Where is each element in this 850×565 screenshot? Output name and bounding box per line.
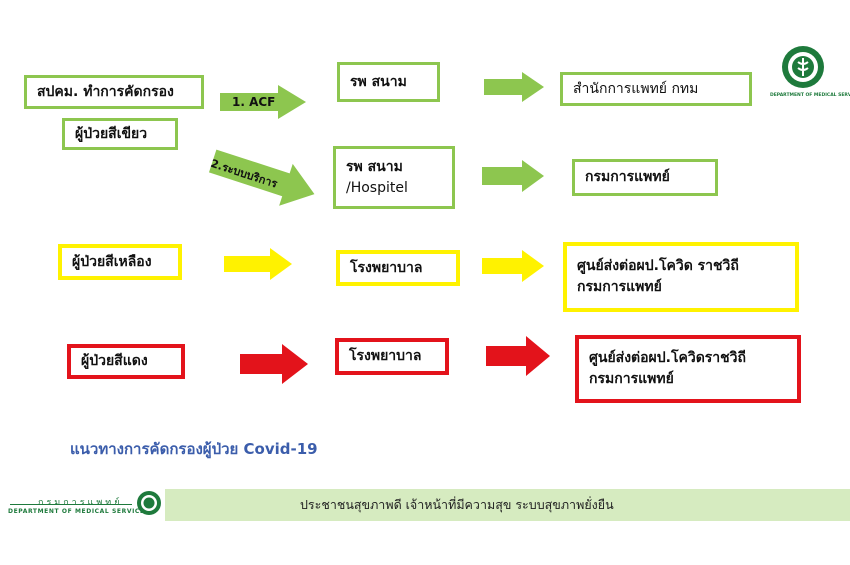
yellow-referral-center-line1: ศูนย์ส่งต่อผป.โควิด ราชวิถี — [577, 258, 739, 274]
department-logo-icon — [782, 46, 824, 88]
red-patient-label: ผู้ป่วยสีแดง — [81, 353, 148, 369]
yellow-arrow-2 — [482, 250, 544, 282]
bangkok-medical-office-text: สำนักการแพทย์ กทม — [573, 80, 699, 97]
green-row1-arrow — [484, 72, 544, 102]
acf-arrow — [220, 85, 306, 119]
yellow-referral-center-box: ศูนย์ส่งต่อผป.โควิด ราชวิถี กรมการแพทย์ — [563, 242, 799, 312]
service-system-arrow — [208, 149, 315, 206]
red-hospital-box: โรงพยาบาล — [335, 338, 449, 375]
footer-band — [165, 489, 850, 521]
acf-arrow-label: 1. ACF — [232, 95, 276, 109]
field-hospital-hospitel-line1: รพ สนาม — [346, 158, 403, 175]
green-patient-label: ผู้ป่วยสีเขียว — [75, 125, 148, 142]
field-hospital-box: รพ สนาม — [337, 62, 440, 102]
yellow-patient-box: ผู้ป่วยสีเหลือง — [58, 244, 182, 280]
red-hospital-text: โรงพยาบาล — [349, 348, 422, 364]
department-logo-icon — [137, 491, 161, 515]
yellow-arrow-1 — [224, 248, 292, 280]
red-arrow-1 — [240, 344, 308, 384]
screening-source-text: สปคม. ทำการคัดกรอง — [37, 83, 174, 100]
red-arrow-2 — [486, 336, 550, 376]
red-referral-center-box: ศูนย์ส่งต่อผป.โควิดราชวิถี กรมการแพทย์ — [575, 335, 801, 403]
yellow-hospital-text: โรงพยาบาล — [350, 259, 423, 276]
green-row2-arrow — [482, 160, 544, 192]
green-patient-box: ผู้ป่วยสีเขียว — [62, 118, 178, 150]
screening-source-box: สปคม. ทำการคัดกรอง — [24, 75, 204, 109]
page-title: แนวทางการคัดกรองผู้ป่วย Covid-19 — [70, 440, 318, 458]
red-referral-center-line2: กรมการแพทย์ — [589, 371, 674, 387]
yellow-hospital-box: โรงพยาบาล — [336, 250, 460, 286]
dept-medical-services-green-box: กรมการแพทย์ — [572, 159, 718, 196]
footer-divider — [10, 504, 132, 505]
footer-dept-english: DEPARTMENT OF MEDICAL SERVICES — [8, 508, 150, 515]
footer-dept-thai: กรมการแพทย์ — [38, 498, 123, 508]
red-patient-box: ผู้ป่วยสีแดง — [67, 344, 185, 379]
field-hospital-hospitel-line2: /Hospitel — [346, 179, 408, 196]
dept-medical-services-green-text: กรมการแพทย์ — [585, 169, 670, 185]
logo-caption: DEPARTMENT OF MEDICAL SERVICES — [770, 93, 850, 98]
bangkok-medical-office-box: สำนักการแพทย์ กทม — [560, 72, 752, 106]
field-hospital-hospitel-box: รพ สนาม /Hospitel — [333, 146, 455, 209]
yellow-patient-label: ผู้ป่วยสีเหลือง — [72, 253, 152, 270]
red-referral-center-line1: ศูนย์ส่งต่อผป.โควิดราชวิถี — [589, 350, 747, 366]
field-hospital-text: รพ สนาม — [350, 73, 407, 90]
yellow-referral-center-line2: กรมการแพทย์ — [577, 279, 662, 295]
footer-slogan: ประชาชนสุขภาพดี เจ้าหน้าที่มีความสุข ระบ… — [300, 497, 614, 512]
